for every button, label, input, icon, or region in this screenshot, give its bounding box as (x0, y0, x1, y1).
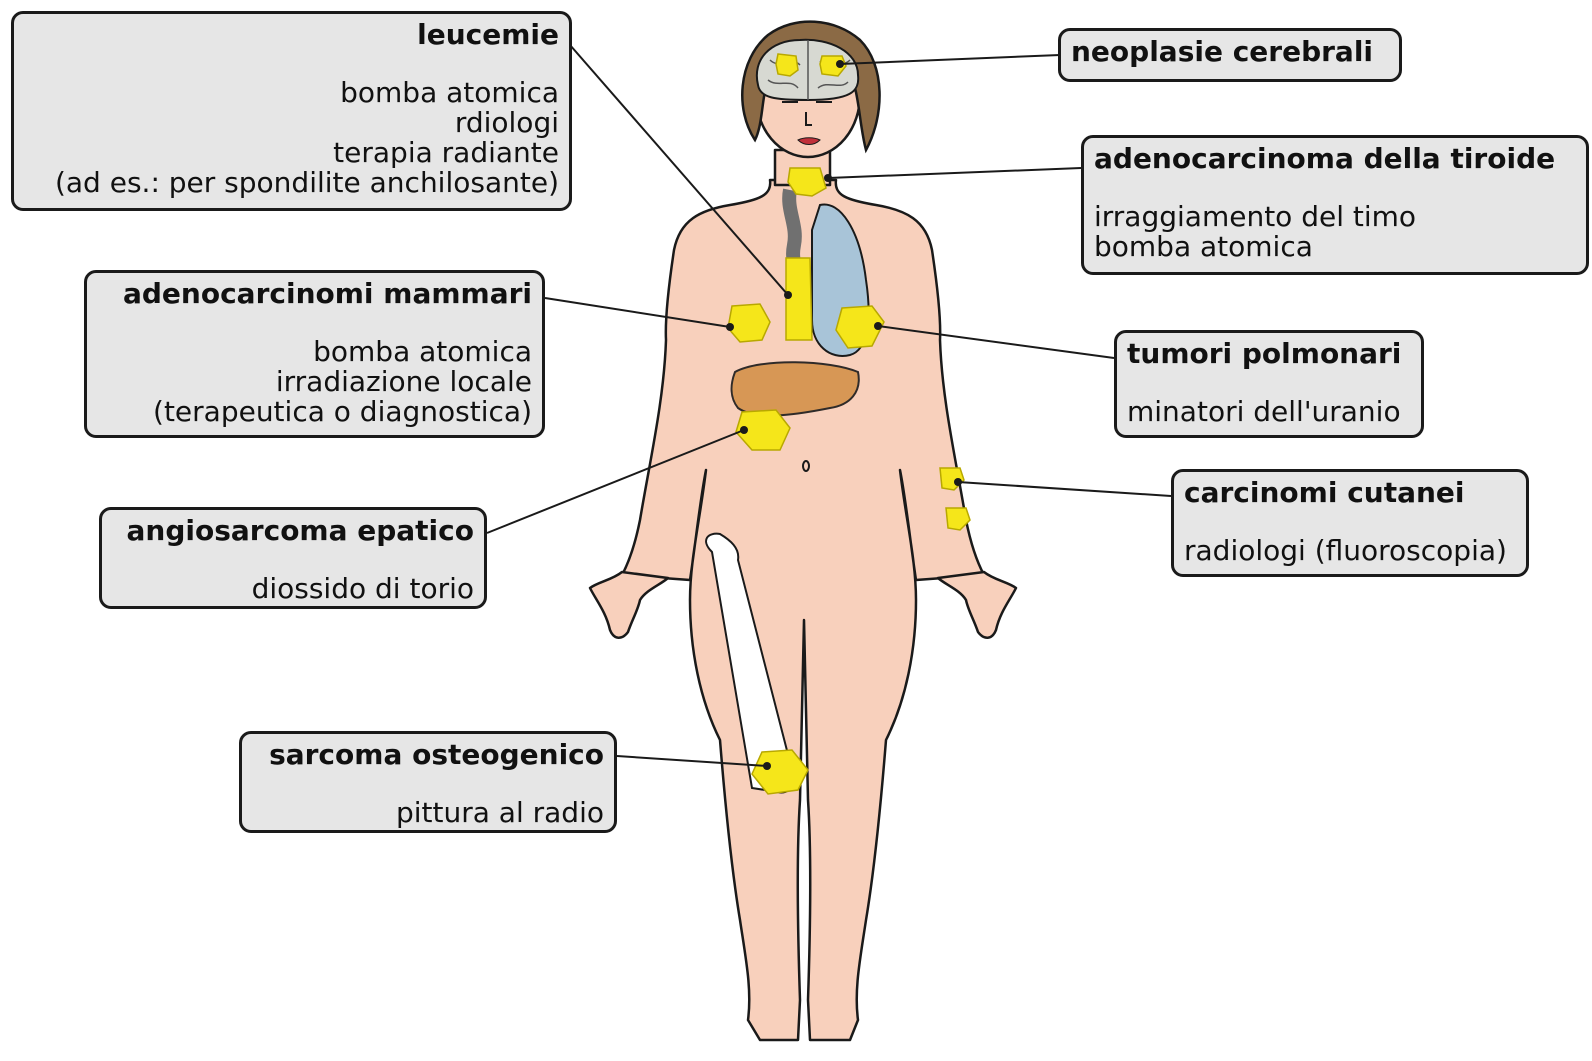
label-leucemie-line-2: rdiologi (24, 108, 559, 138)
spacer (1094, 174, 1576, 202)
label-leucemie-line-1: bomba atomica (24, 78, 559, 108)
spacer (24, 50, 559, 78)
label-osteo-line-1: pittura al radio (252, 798, 604, 828)
label-tiroide: adenocarcinoma della tiroide irraggiamen… (1081, 135, 1589, 275)
label-epatico-line-1: diossido di torio (112, 574, 474, 604)
spacer (1127, 369, 1411, 397)
label-epatico-title: angiosarcoma epatico (112, 516, 474, 546)
label-osteo: sarcoma osteogenico pittura al radio (239, 731, 617, 833)
label-leucemie: leucemie bomba atomica rdiologi terapia … (11, 11, 572, 211)
label-mammari: adenocarcinomi mammari bomba atomica irr… (84, 270, 545, 438)
label-leucemie-title: leucemie (24, 20, 559, 50)
label-osteo-title: sarcoma osteogenico (252, 740, 604, 770)
label-tiroide-line-2: bomba atomica (1094, 232, 1576, 262)
spacer (252, 770, 604, 798)
label-mammari-title: adenocarcinomi mammari (97, 279, 532, 309)
label-cerebrali: neoplasie cerebrali (1058, 28, 1402, 82)
spacer (97, 309, 532, 337)
label-polmonari-title: tumori polmonari (1127, 339, 1411, 369)
label-epatico: angiosarcoma epatico diossido di torio (99, 507, 487, 609)
label-leucemie-line-3: terapia radiante (24, 138, 559, 168)
label-mammari-line-1: bomba atomica (97, 337, 532, 367)
label-leucemie-line-4: (ad es.: per spondilite anchilosante) (24, 168, 559, 198)
spacer (112, 546, 474, 574)
label-tiroide-line-1: irraggiamento del timo (1094, 202, 1576, 232)
tumor-spine (786, 258, 812, 340)
label-polmonari: tumori polmonari minatori dell'uranio (1114, 330, 1424, 438)
label-tiroide-title: adenocarcinoma della tiroide (1094, 144, 1576, 174)
spacer (1184, 508, 1516, 536)
tumor-brain-left (776, 54, 798, 76)
tumor-breast-left (728, 304, 770, 342)
label-mammari-line-3: (terapeutica o diagnostica) (97, 397, 532, 427)
label-polmonari-line-1: minatori dell'uranio (1127, 397, 1411, 427)
label-cutanei-line-1: radiologi (fluoroscopia) (1184, 536, 1516, 566)
label-cutanei-title: carcinomi cutanei (1184, 478, 1516, 508)
label-cerebrali-title: neoplasie cerebrali (1071, 37, 1389, 67)
label-cutanei: carcinomi cutanei radiologi (fluoroscopi… (1171, 469, 1529, 577)
tumor-thyroid (788, 168, 826, 196)
label-mammari-line-2: irradiazione locale (97, 367, 532, 397)
